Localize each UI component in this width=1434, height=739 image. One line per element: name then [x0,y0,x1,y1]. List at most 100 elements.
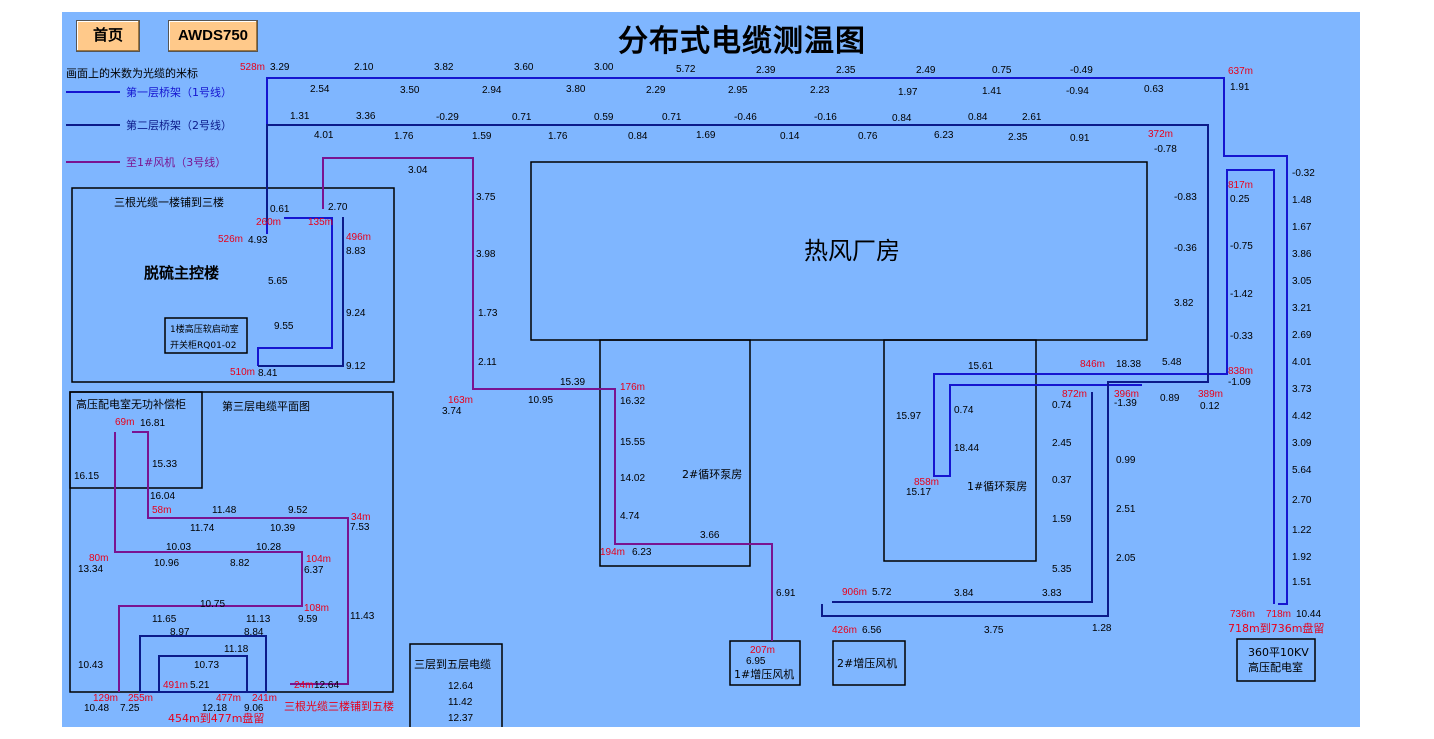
fan-1-label: 1#增压风机 [734,667,794,681]
temp-value: 1.59 [1052,514,1072,525]
cable-line-3 [322,157,773,641]
pump-room-2-box [599,339,751,567]
hot-air-plant-label: 热风厂房 [804,237,900,265]
temp-value: 1.76 [548,131,568,142]
temp-value: 2.05 [1116,553,1136,564]
temp-value: 4.01 [1292,357,1312,368]
temp-value: 3.74 [442,406,462,417]
temp-value: 6.23 [934,130,954,141]
temp-value: 10.03 [166,542,191,553]
hv-10kv-box [1236,638,1316,682]
temp-value: 3.00 [594,62,614,73]
temp-value: 11.43 [350,611,375,622]
temp-value: 2.35 [1008,132,1028,143]
meter-label: 528m [240,62,265,73]
temp-value: 4.42 [1292,411,1312,422]
meter-label: 108m [304,603,329,614]
temp-value: 18.44 [954,443,979,454]
temp-value: 0.84 [968,112,988,123]
temp-value: 3.82 [1174,298,1194,309]
temp-value: 3.75 [984,625,1004,636]
hv-10kv-label-b: 高压配电室 [1248,660,1303,674]
temp-value: 1.97 [898,87,918,98]
temp-value: 0.76 [858,131,878,142]
temp-value: 3.84 [954,588,974,599]
cable-3-5-box [409,643,503,727]
temp-value: 0.74 [1052,400,1072,411]
temp-value: 2.11 [478,357,497,368]
temp-value: 10.39 [270,523,295,534]
temp-value: 9.06 [244,703,264,714]
temp-value: 0.37 [1052,475,1072,486]
temp-value: 10.44 [1296,609,1321,620]
temp-value: 2.49 [916,65,936,76]
home-button[interactable]: 首页 [76,20,140,52]
cable-line-2-c [832,392,1093,603]
meter-label: 69m [115,417,134,428]
temp-value: 5.72 [872,587,892,598]
temp-value: 3.36 [356,111,376,122]
cable-3-5-value: 12.37 [448,713,473,724]
temp-value: 1.48 [1292,195,1312,206]
temp-value: 2.69 [1292,330,1312,341]
temp-value: 3.60 [514,62,534,73]
temp-value: 3.05 [1292,276,1312,287]
temp-value: 2.70 [1292,495,1312,506]
temp-value: 0.84 [892,113,912,124]
meter-label: 260m [256,217,281,228]
temp-value: 0.63 [1144,84,1164,95]
temp-value: 15.55 [620,437,645,448]
temp-value: 1.41 [982,86,1002,97]
temp-value: 0.71 [512,112,532,123]
temp-value: 7.25 [120,703,140,714]
temp-value: 1.69 [696,130,716,141]
temp-value: 0.25 [1230,194,1250,205]
temp-value: 11.65 [152,614,177,625]
temp-value: -0.49 [1070,65,1093,76]
meter-label: 477m [216,693,241,704]
temp-value: 0.91 [1070,133,1090,144]
temp-value: -0.83 [1174,192,1197,203]
map-panel: 首页 AWDS750 分布式电缆测温图 [62,12,1360,727]
temp-value: 5.65 [268,276,288,287]
temp-value: 1.28 [1092,623,1112,634]
meter-label: 104m [306,554,331,565]
hot-air-plant-box [530,161,1148,341]
coil-454-label: 454m到477m盘留 [168,711,264,725]
switch-cabinet-label-b: 开关柜RQ01-02 [170,339,237,351]
meter-label: 496m [346,232,371,243]
main-building-label: 脱硫主控楼 [144,264,219,282]
meter-label: 129m [93,693,118,704]
temp-value: 16.81 [140,418,165,429]
temp-value: -1.42 [1230,289,1253,300]
hv-10kv-label-a: 360平10KV [1248,646,1309,659]
temp-value: 15.39 [560,377,585,388]
temp-value: 0.12 [1200,401,1220,412]
temp-value: 14.02 [620,473,645,484]
temperature-readings: 3.29 2.10 3.82 3.60 3.00 5.72 2.39 2.35 … [74,62,1321,714]
meter-label: 838m [1228,366,1253,377]
cable-line-1 [266,77,1288,605]
meter-label: 846m [1080,359,1105,370]
temp-value: 2.35 [836,65,856,76]
temp-value: 9.24 [346,308,366,319]
temp-value: 2.23 [810,85,830,96]
temp-value: 6.37 [304,565,324,576]
temp-value: 3.80 [566,84,586,95]
temp-value: 5.48 [1162,357,1182,368]
temp-value: 0.14 [780,131,800,142]
temp-value: 3.73 [1292,384,1312,395]
temp-value: 3.50 [400,85,420,96]
temp-value: 6.91 [776,588,796,599]
temp-value: 8.83 [346,246,366,257]
coil-718-label: 718m到736m盘留 [1228,621,1324,635]
device-button[interactable]: AWDS750 [168,20,258,52]
temp-value: 10.95 [528,395,553,406]
temp-value: 1.22 [1292,525,1312,536]
temp-value: 1.91 [1230,82,1250,93]
switch-cabinet-box [164,317,248,354]
temp-value: 4.74 [620,511,640,522]
meter-label: 207m [750,645,775,656]
temp-value: 0.59 [594,112,614,123]
temp-value: 6.23 [632,547,652,558]
